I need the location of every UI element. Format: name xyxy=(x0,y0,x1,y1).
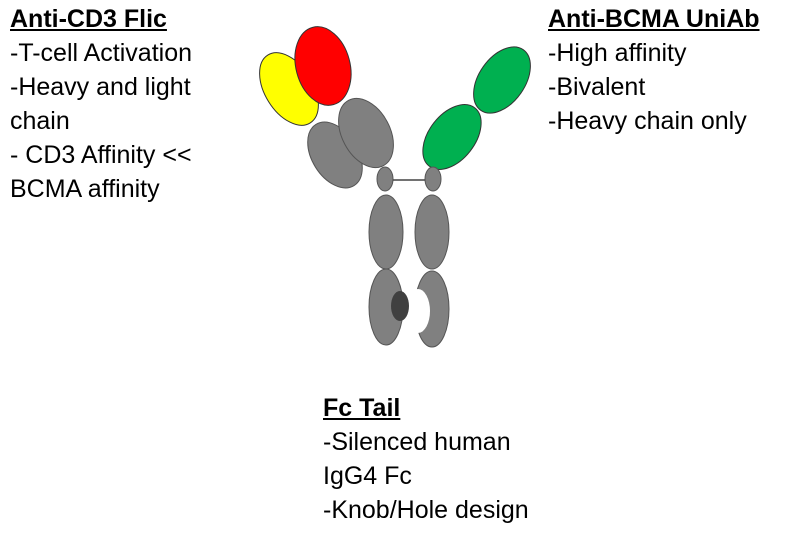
anti-cd3-flic-label: Anti-CD3 Flic -T-cell Activation -Heavy … xyxy=(10,2,192,206)
fc-tail-title: Fc Tail xyxy=(323,394,401,422)
hinge-left xyxy=(376,166,394,192)
cd3-line-4: - CD3 Affinity << xyxy=(10,141,192,169)
knob xyxy=(391,291,409,321)
fc-line-2: IgG4 Fc xyxy=(323,462,412,490)
bcma-line-2: -Bivalent xyxy=(548,73,646,101)
fc-line-1: -Silenced human xyxy=(323,428,511,456)
cd3-line-5: BCMA affinity xyxy=(10,175,160,203)
anti-bcma-uniab-label: Anti-BCMA UniAb -High affinity -Bivalent… xyxy=(548,2,760,138)
ch3-right-domain-hole xyxy=(414,270,450,348)
bcma-line-3: -Heavy chain only xyxy=(548,107,747,135)
cd3-ch1-domain xyxy=(338,97,394,169)
cd3-line-2: -Heavy and light xyxy=(10,73,191,101)
ch2-left-domain xyxy=(368,194,404,270)
cd3-vh-domain xyxy=(294,26,352,106)
anti-bcma-uniab-title: Anti-BCMA UniAb xyxy=(548,5,760,33)
anti-cd3-flic-title: Anti-CD3 Flic xyxy=(10,5,167,33)
ch2-right-domain xyxy=(414,194,450,270)
cd3-line-3: chain xyxy=(10,107,70,135)
hinge-right xyxy=(424,166,442,192)
bcma-vhh-domain-2 xyxy=(422,104,482,170)
fc-line-3: -Knob/Hole design xyxy=(323,496,529,524)
bcma-vhh-domain-1 xyxy=(473,46,531,114)
cd3-line-1: -T-cell Activation xyxy=(10,39,193,67)
fc-tail-label: Fc Tail -Silenced human IgG4 Fc -Knob/Ho… xyxy=(323,391,529,527)
bcma-line-1: -High affinity xyxy=(548,39,687,67)
